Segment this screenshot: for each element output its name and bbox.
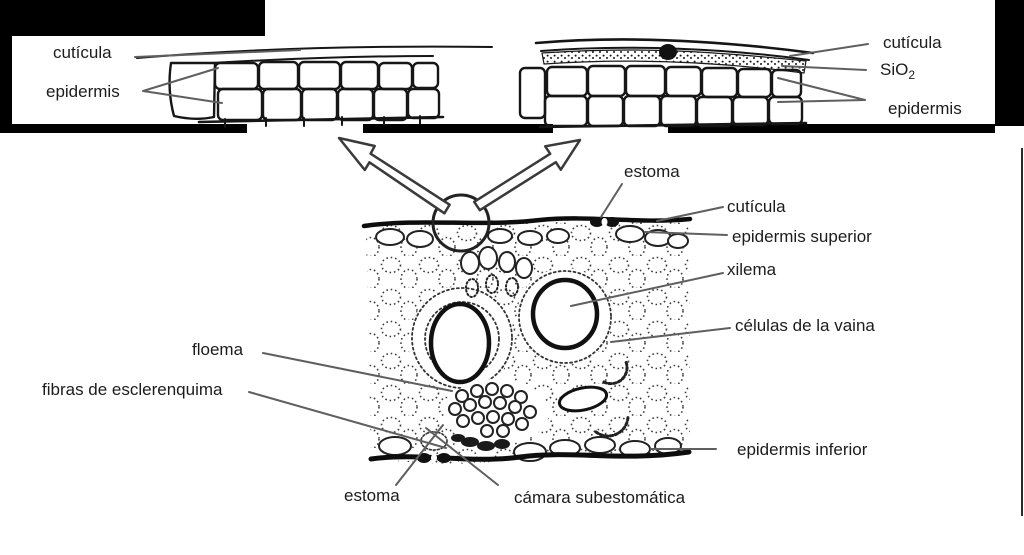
zoom-arrow-right [472, 138, 582, 212]
label-inset-right-sio2: SiO2 [880, 61, 915, 84]
leader-estoma-top [600, 183, 623, 218]
stoma-top [590, 217, 619, 227]
vascular-bundle-right [517, 268, 630, 438]
leader-cuticula-main [656, 206, 724, 222]
label-cuticula-main: cutícula [727, 197, 786, 216]
label-estoma-bottom: estoma [344, 486, 400, 505]
leader-inset-right-cuticula [789, 43, 869, 57]
leader-lines [134, 43, 869, 486]
left-inset-drawing [136, 45, 493, 128]
leader-inset-left-epidermis [142, 67, 223, 104]
label-inset-left-epidermis: epidermis [46, 82, 120, 101]
leader-floema [262, 352, 453, 392]
sclerenchyma-fibres [451, 434, 510, 451]
magnifier-circle [431, 193, 491, 253]
leader-xilema [570, 272, 724, 307]
label-celulas-vaina: células de la vaina [735, 316, 875, 335]
leader-camara [425, 427, 499, 486]
main-drawing [361, 193, 693, 464]
mesophyll-cells [460, 246, 533, 298]
leader-inset-right-sio2 [781, 65, 867, 71]
sio2-subscript: 2 [908, 68, 916, 82]
vascular-bundle-left [410, 286, 514, 390]
sio2-base: SiO [880, 60, 909, 79]
leader-epidermis-superior [644, 231, 728, 236]
label-camara-subestomatica: cámara subestomática [514, 488, 686, 507]
label-estoma-top: estoma [624, 162, 680, 181]
right-inset-drawing [518, 38, 815, 129]
label-epidermis-superior: epidermis superior [732, 227, 872, 246]
label-inset-left-cuticula: cutícula [53, 43, 112, 62]
label-fibras-esclerenquima: fibras de esclerenquima [42, 380, 223, 399]
label-inset-right-epidermis: epidermis [888, 99, 962, 118]
label-xilema: xilema [727, 260, 777, 279]
upper-epidermis-cells [375, 225, 689, 249]
leader-inset-right-epidermis [777, 77, 866, 103]
phloem-cluster [445, 379, 549, 445]
label-floema: floema [192, 340, 244, 359]
leader-inset-left-cuticula [134, 49, 301, 58]
leader-celulas-vaina [610, 327, 731, 343]
scan-borders [0, 0, 1024, 516]
label-inset-right-cuticula: cutícula [883, 33, 942, 52]
zoom-arrows [337, 136, 582, 215]
leader-fibras [248, 391, 447, 449]
label-epidermis-inferior: epidermis inferior [737, 440, 868, 459]
cuticle-top-line [361, 216, 693, 229]
zoom-arrow-left [337, 136, 451, 215]
